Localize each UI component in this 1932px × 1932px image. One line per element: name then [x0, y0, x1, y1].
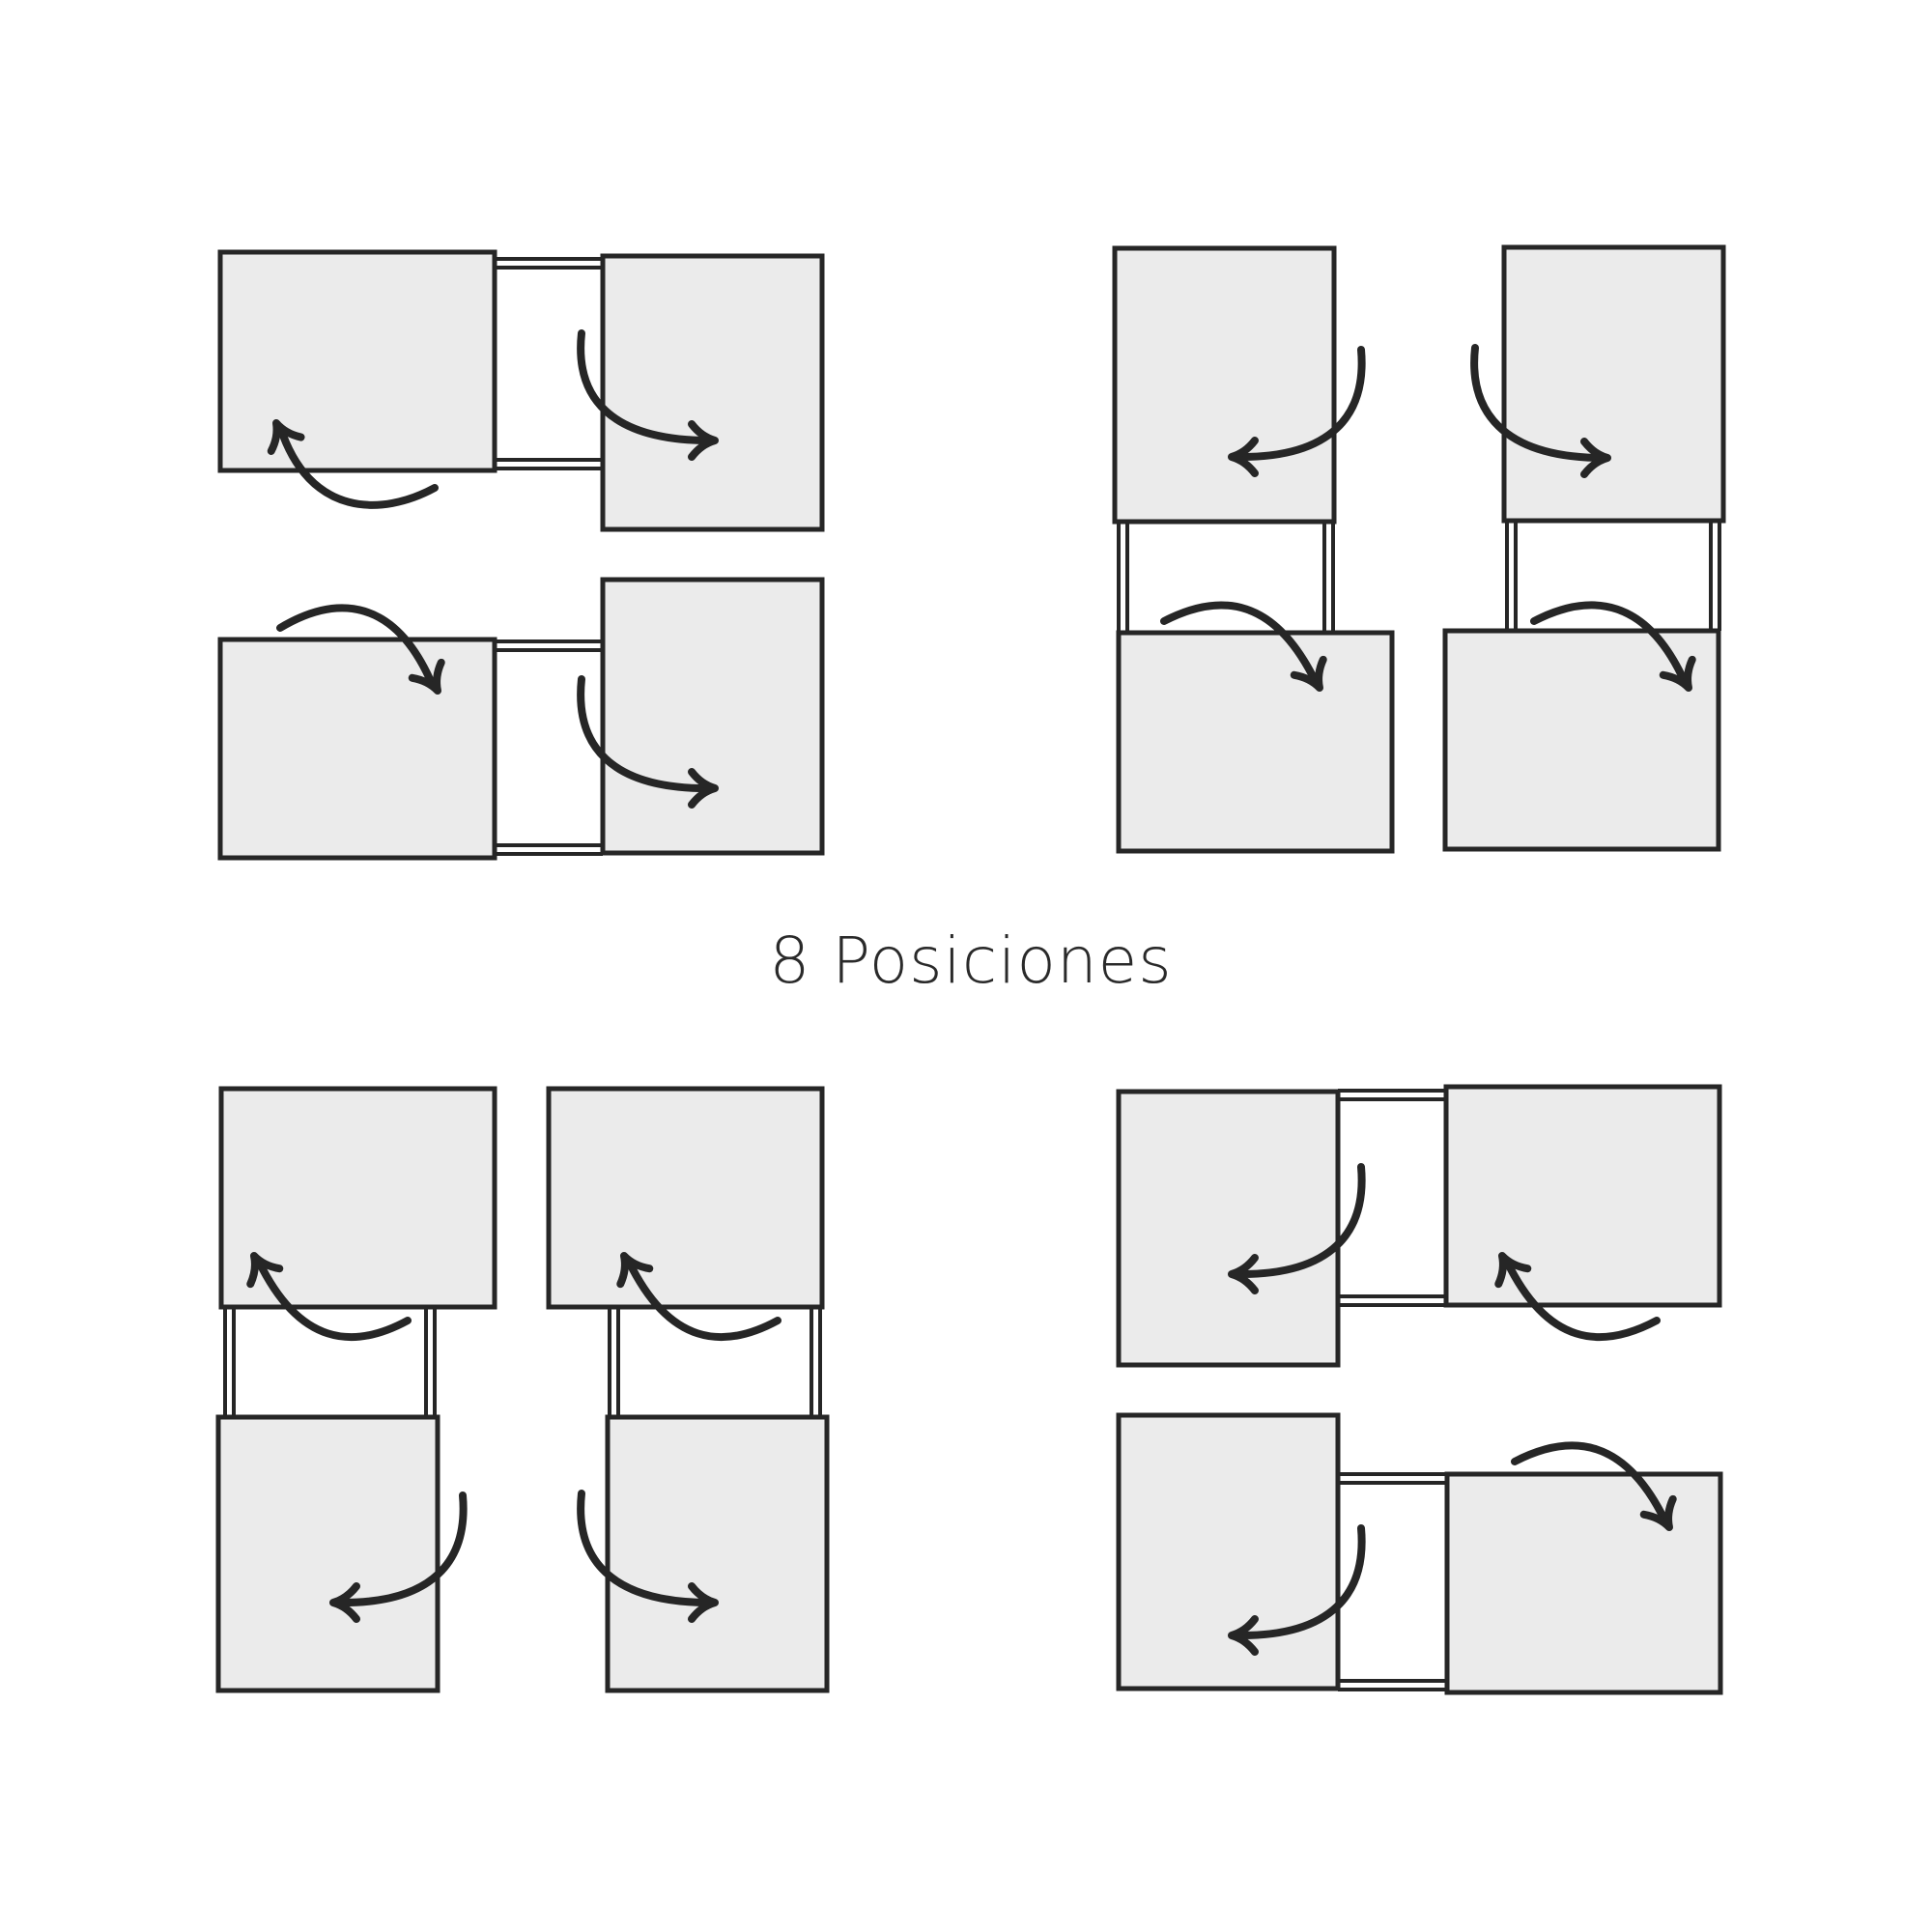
curved-arrow-icon [1232, 1163, 1366, 1291]
panel [600, 253, 825, 532]
curved-arrow-icon [1232, 346, 1366, 473]
group-top-left [217, 249, 825, 861]
panel [1443, 1084, 1722, 1308]
sliding-rail [495, 257, 603, 470]
configuration-7 [1116, 1084, 1722, 1368]
curved-arrow-icon [276, 604, 452, 698]
group-top-right [1112, 244, 1726, 854]
curved-arrow-icon [1232, 1524, 1366, 1652]
configuration-6 [546, 1086, 830, 1693]
curved-arrow-icon [610, 1248, 781, 1342]
panel [546, 1086, 825, 1310]
curved-arrow-icon [1511, 1441, 1684, 1535]
curved-arrow-icon [262, 416, 439, 509]
panel [605, 1414, 830, 1693]
curved-arrow-icon [1160, 601, 1334, 696]
sliding-rail [1338, 1472, 1446, 1691]
panel [1116, 630, 1395, 854]
curved-arrow-icon [577, 329, 715, 457]
curved-arrow-icon [577, 1490, 715, 1619]
panel [1444, 1471, 1723, 1695]
configuration-2 [217, 577, 825, 861]
sliding-rail [1117, 524, 1335, 633]
curved-arrow-icon [333, 1492, 468, 1619]
panel [217, 637, 497, 861]
curved-arrow-icon [240, 1248, 412, 1342]
diagram-title: 8 Posiciones [769, 923, 1173, 998]
group-bottom-left [215, 1086, 830, 1693]
panel [217, 249, 497, 473]
panel [600, 577, 825, 856]
curved-arrow-icon [1488, 1248, 1661, 1342]
configuration-5 [215, 1086, 497, 1693]
panel [1501, 244, 1726, 524]
panel [1116, 1089, 1341, 1368]
sliding-rail [495, 639, 603, 856]
curved-arrow-icon [577, 675, 715, 805]
sliding-rail [1505, 522, 1721, 631]
configuration-8 [1116, 1412, 1723, 1695]
configuration-4 [1442, 244, 1726, 852]
panel [1116, 1412, 1341, 1691]
sliding-rail [608, 1308, 822, 1416]
configuration-1 [217, 249, 825, 532]
configuration-3 [1112, 245, 1395, 854]
panel [1442, 628, 1721, 852]
panel [215, 1414, 440, 1693]
curved-arrow-icon [1530, 601, 1703, 696]
panel [1112, 245, 1337, 525]
group-bottom-right [1116, 1084, 1723, 1695]
sliding-rail [1338, 1089, 1446, 1307]
curved-arrow-icon [1470, 344, 1607, 474]
sliding-rail [223, 1308, 437, 1416]
